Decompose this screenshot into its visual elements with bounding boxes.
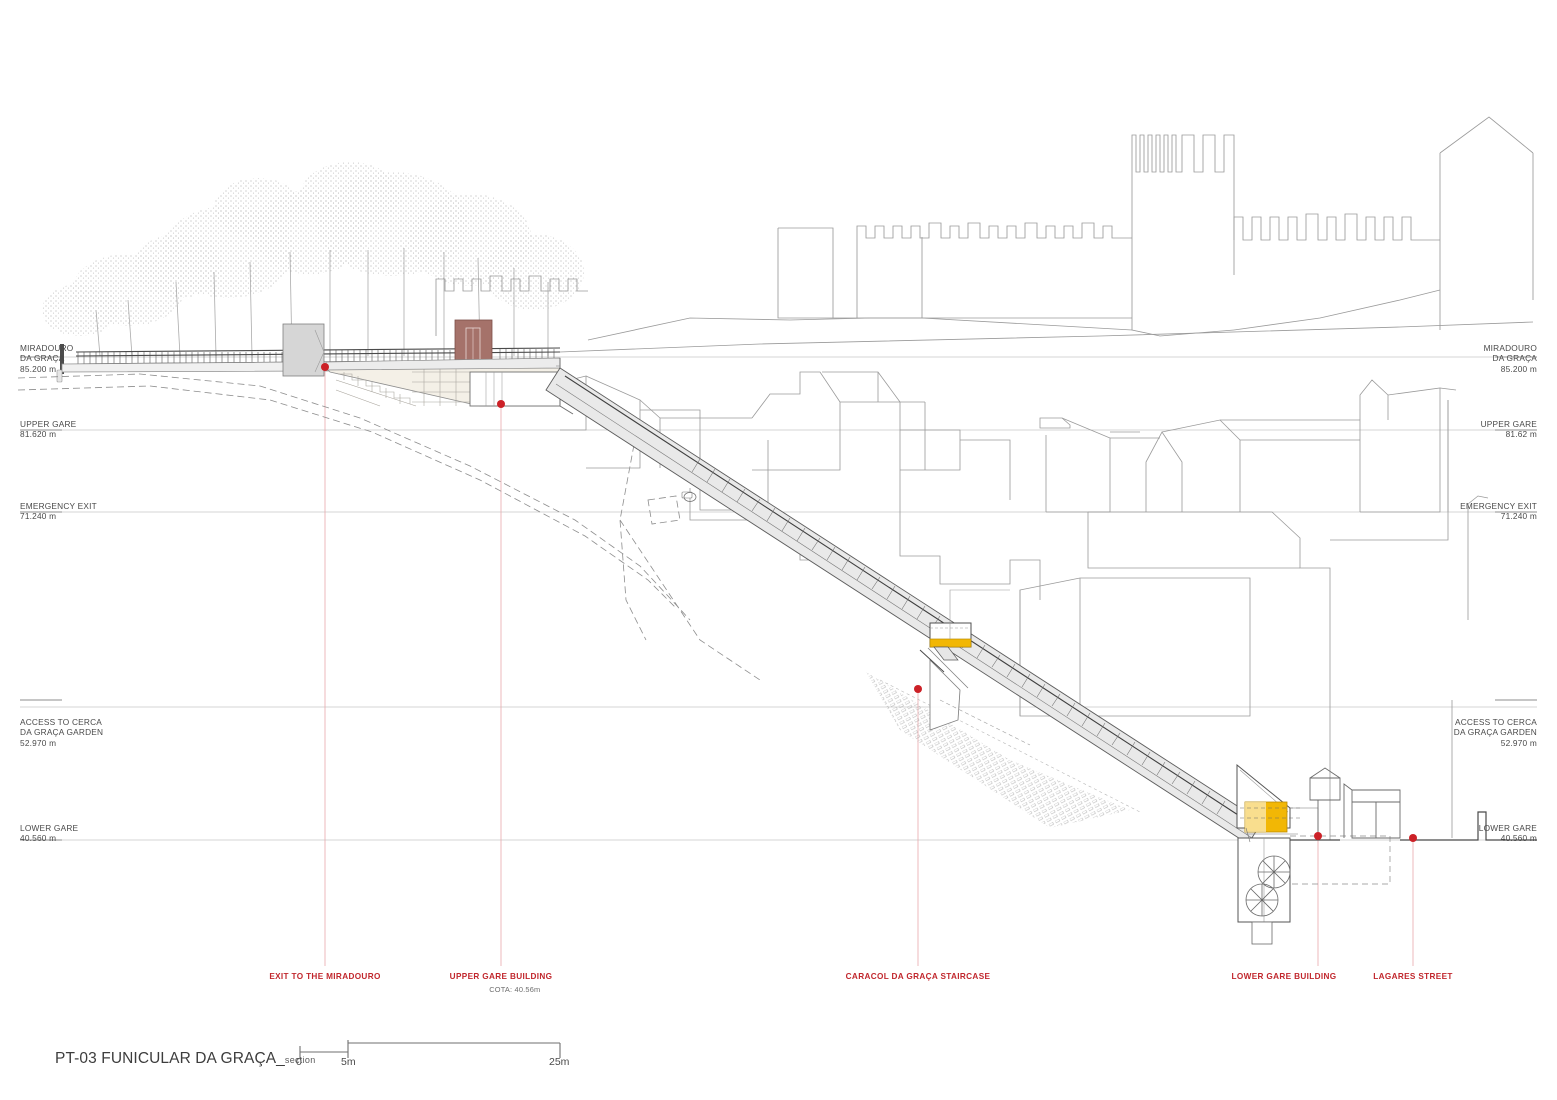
level-name: ACCESS TO CERCA DA GRAÇA GARDEN bbox=[1453, 716, 1537, 738]
scale-label-start: 0 bbox=[296, 1056, 302, 1068]
level-name: UPPER GARE bbox=[1480, 418, 1537, 429]
level-name: LOWER GARE bbox=[20, 822, 79, 833]
callout-guide-lines bbox=[324, 367, 1414, 966]
level-tick-underlines bbox=[20, 356, 1537, 841]
level-datum-lines bbox=[20, 356, 1537, 841]
callout-label-exit-to-miradouro: EXIT TO THE MIRADOURO bbox=[269, 972, 381, 981]
level-name: UPPER GARE bbox=[20, 418, 77, 429]
level-elevation: 52.970 m bbox=[1500, 737, 1537, 748]
scale-label-mid: 5m bbox=[341, 1056, 356, 1068]
level-elevation: 71.240 m bbox=[1500, 511, 1537, 522]
level-label-miradouro-left: MIRADOURO DA GRAÇA 85.200 m bbox=[20, 332, 73, 385]
level-name: EMERGENCY EXIT bbox=[20, 500, 97, 511]
callout-label-caracol-staircase: CARACOL DA GRAÇA STAIRCASE bbox=[845, 972, 991, 981]
level-name: LOWER GARE bbox=[1478, 822, 1537, 833]
level-elevation: 81.620 m bbox=[20, 429, 57, 440]
level-label-cerca-garden-right: ACCESS TO CERCA DA GRAÇA GARDEN 52.970 m bbox=[1454, 706, 1537, 759]
level-elevation: 40.560 m bbox=[1500, 833, 1537, 844]
callout-sub-upper-gare-cota: COTA: 40.56m bbox=[489, 985, 541, 994]
existing-terrain-dashed bbox=[17, 373, 761, 681]
title-block: PT-03 FUNICULAR DA GRAÇA_section bbox=[55, 1050, 316, 1068]
level-label-cerca-garden-left: ACCESS TO CERCA DA GRAÇA GARDEN 52.970 m bbox=[20, 706, 103, 759]
callout-label-upper-gare-building: UPPER GARE BUILDING bbox=[449, 972, 553, 981]
level-elevation: 52.970 m bbox=[20, 737, 57, 748]
tree-trunks bbox=[95, 248, 549, 357]
marker-lagares-street[interactable] bbox=[1409, 834, 1417, 842]
castle-wall-skyline bbox=[435, 116, 1534, 353]
marker-exit-to-miradouro[interactable] bbox=[321, 363, 329, 371]
level-label-upper-gare-right: UPPER GARE 81.62 m bbox=[1481, 408, 1537, 450]
level-name: MIRADOURO DA GRAÇA bbox=[1483, 342, 1537, 364]
level-name: EMERGENCY EXIT bbox=[1460, 500, 1537, 511]
upper-gare-building bbox=[282, 319, 574, 415]
callout-label-lower-gare-building: LOWER GARE BUILDING bbox=[1231, 972, 1337, 981]
callout-markers bbox=[321, 363, 1417, 842]
page-title: PT-03 FUNICULAR DA GRAÇA_ bbox=[55, 1050, 285, 1067]
context-buildings-mid bbox=[559, 371, 1489, 840]
level-elevation: 85.200 m bbox=[1500, 363, 1537, 374]
callout-label-lagares-street: LAGARES STREET bbox=[1373, 972, 1453, 981]
page-subtitle: section bbox=[284, 1055, 316, 1065]
level-name: ACCESS TO CERCA DA GRAÇA GARDEN bbox=[20, 716, 104, 738]
funicular-track bbox=[545, 367, 1263, 845]
level-label-lower-gare-right: LOWER GARE 40.560 m bbox=[1479, 812, 1537, 854]
level-label-emergency-exit-right: EMERGENCY EXIT 71.240 m bbox=[1460, 490, 1537, 532]
level-elevation: 71.240 m bbox=[20, 511, 57, 522]
tree-canopies bbox=[42, 162, 584, 357]
level-elevation: 81.62 m bbox=[1505, 429, 1537, 440]
traction-wheels bbox=[1245, 855, 1291, 917]
level-name: MIRADOURO DA GRAÇA bbox=[20, 342, 74, 364]
caracol-staircase bbox=[866, 647, 1141, 828]
level-label-emergency-exit-left: EMERGENCY EXIT 71.240 m bbox=[20, 490, 97, 532]
level-label-upper-gare-left: UPPER GARE 81.620 m bbox=[20, 408, 76, 450]
scale-bar bbox=[299, 1040, 561, 1058]
scale-label-end: 25m bbox=[549, 1056, 570, 1068]
marker-caracol-staircase[interactable] bbox=[914, 685, 922, 693]
funicular-cabin-mid bbox=[919, 589, 1010, 673]
level-label-miradouro-right: MIRADOURO DA GRAÇA 85.200 m bbox=[1484, 332, 1537, 385]
marker-upper-gare-building[interactable] bbox=[497, 400, 505, 408]
lower-gare-building bbox=[1236, 763, 1537, 945]
level-elevation: 85.200 m bbox=[20, 363, 57, 374]
marker-lower-gare-building[interactable] bbox=[1314, 832, 1322, 840]
level-label-lower-gare-left: LOWER GARE 40.560 m bbox=[20, 812, 78, 854]
level-elevation: 40.560 m bbox=[20, 833, 57, 844]
